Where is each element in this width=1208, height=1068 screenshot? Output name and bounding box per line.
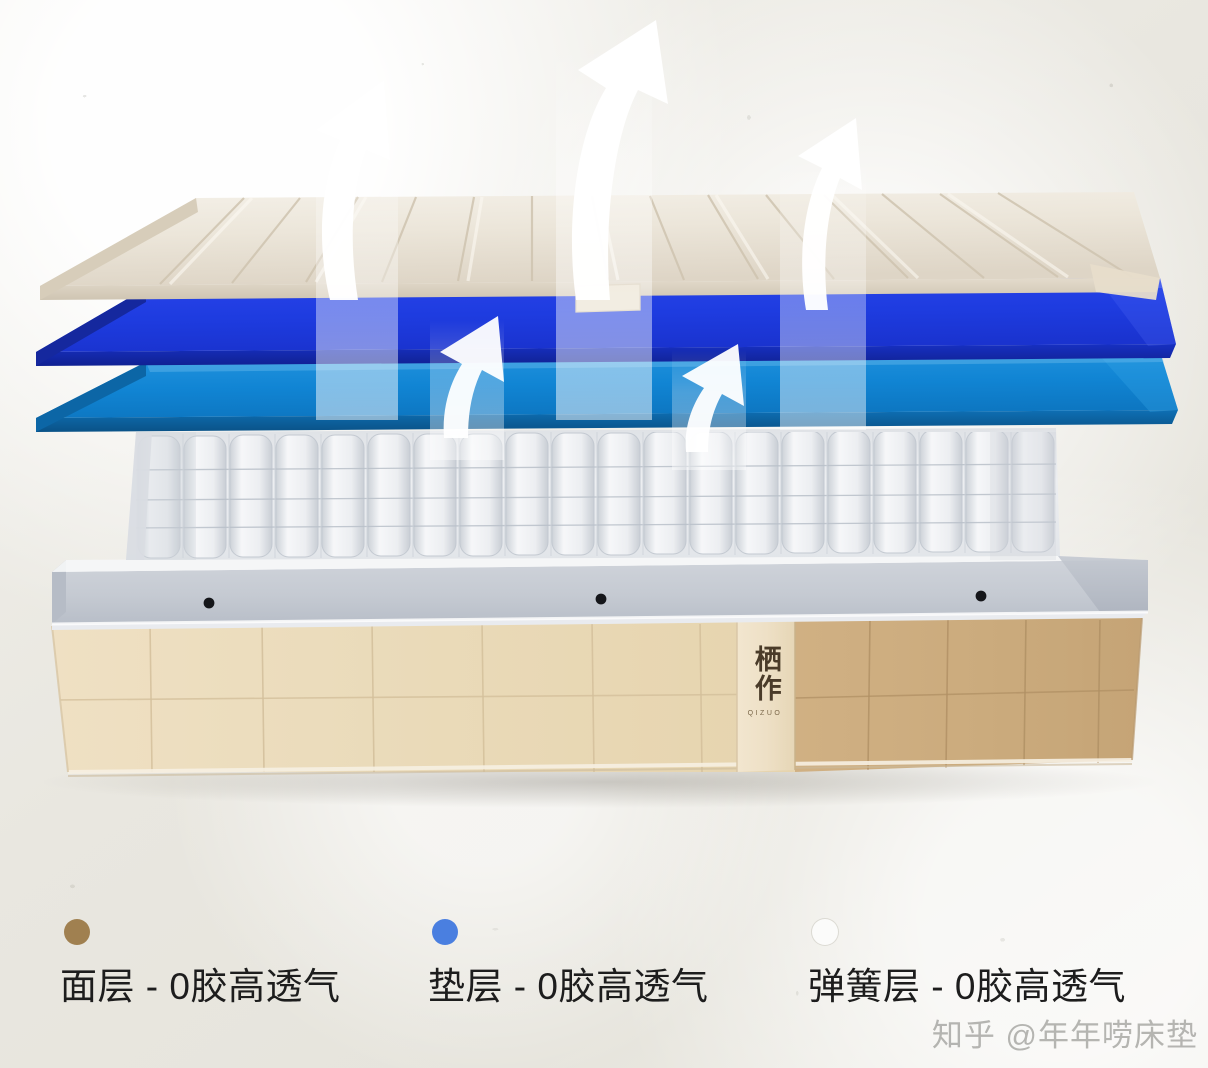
legend: 面层 - 0胶高透气 垫层 - 0胶高透气 弹簧层 - 0胶高透气 [0, 905, 1208, 1025]
legend-dot-spring-layer [812, 919, 838, 945]
legend-dot-comfort-layer [432, 919, 458, 945]
airflow-arrow [571, 20, 668, 300]
layer-base-band [51, 556, 1149, 630]
legend-label-comfort-layer: 垫层 - 0胶高透气 [428, 966, 709, 1007]
mattress-exploded-view: 栖作 QIZUO [36, 20, 1178, 808]
mattress-illustration [36, 20, 1178, 808]
airflow-arrow [440, 316, 504, 438]
layer-base-fabric [51, 617, 1143, 777]
layer-pocket-springs [126, 428, 1060, 560]
watermark: 知乎 @年年唠床垫 [931, 1018, 1198, 1053]
airflow-arrows [316, 20, 866, 470]
legend-label-top-layer: 面层 - 0胶高透气 [60, 966, 341, 1007]
vent-hole [595, 593, 607, 605]
vent-hole [203, 597, 215, 609]
legend-dot-top-layer [64, 919, 90, 945]
airflow-arrow [798, 118, 862, 310]
vent-hole [975, 590, 987, 602]
airflow-arrow [682, 344, 744, 452]
legend-label-spring-layer: 弹簧层 - 0胶高透气 [808, 966, 1126, 1007]
airflow-arrow [316, 80, 390, 300]
